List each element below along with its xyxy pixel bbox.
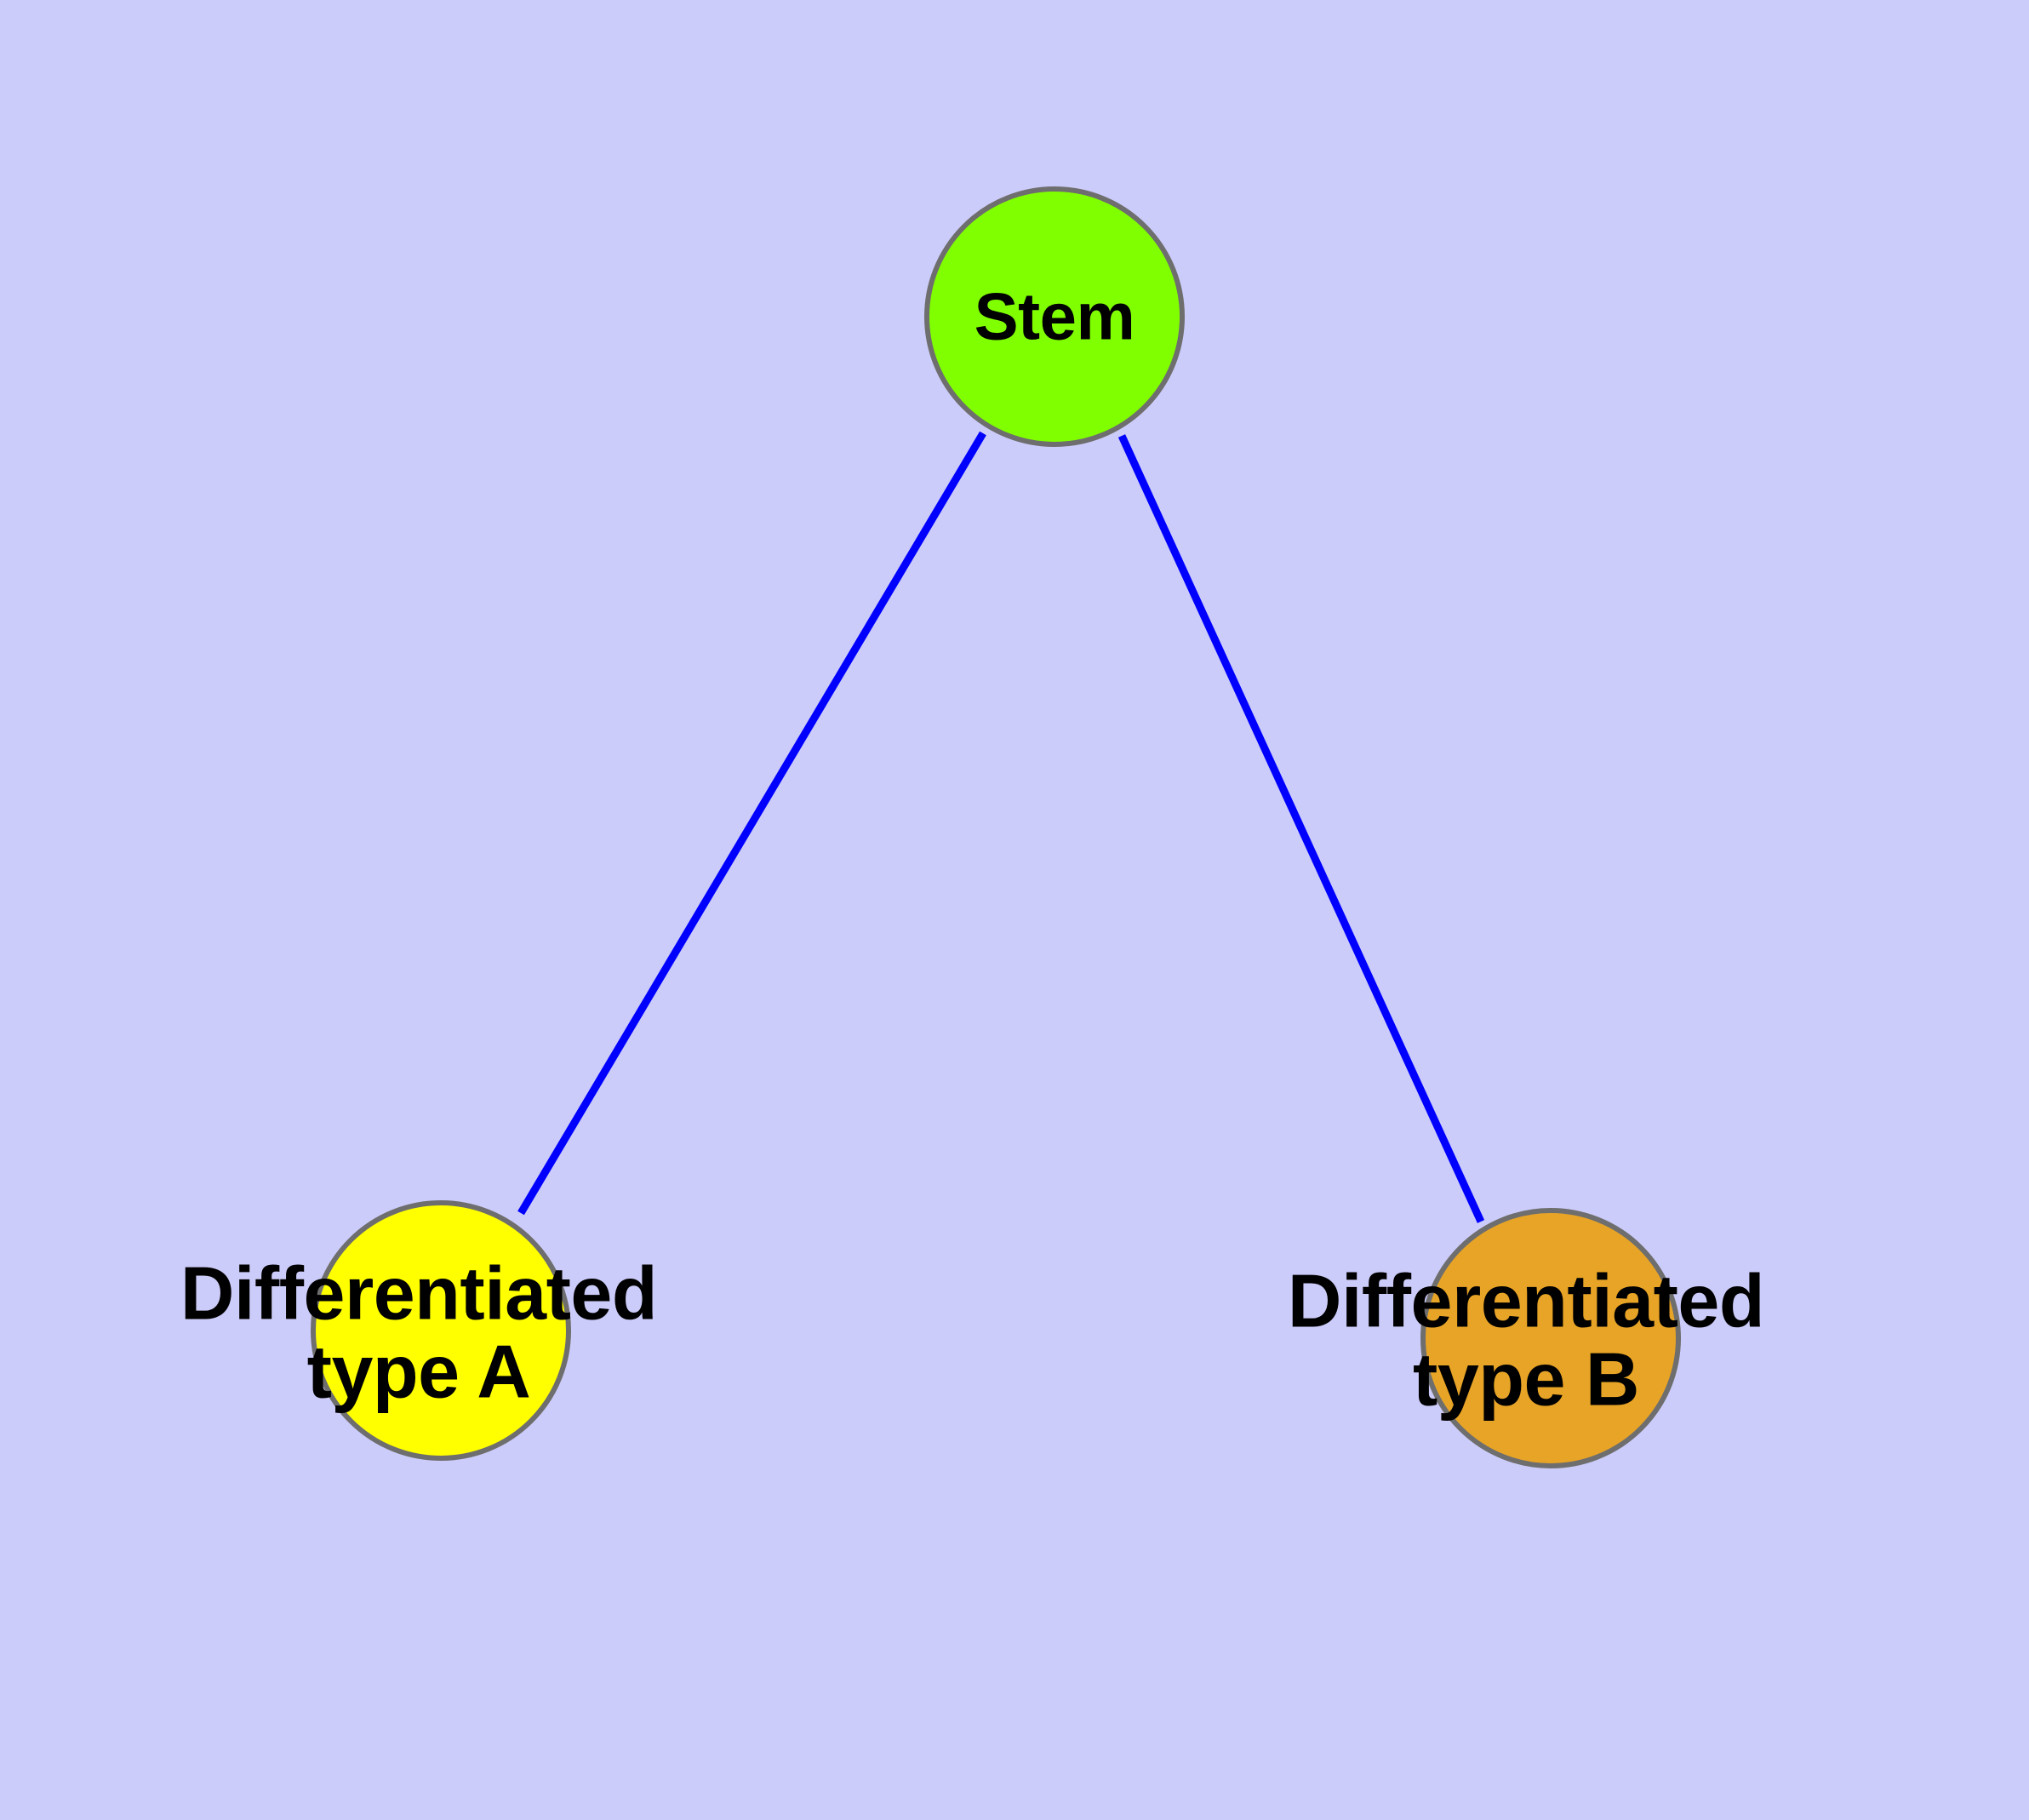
edge-stem-to-differentiated-type-a[interactable] [517, 431, 986, 1216]
node-stem[interactable] [924, 186, 1185, 447]
node-differentiated-type-b[interactable] [1420, 1208, 1681, 1468]
node-group [311, 186, 1681, 1468]
edge-group [517, 431, 1485, 1223]
node-differentiated-type-a[interactable] [311, 1200, 571, 1461]
edge-stem-to-differentiated-type-b[interactable] [1117, 434, 1485, 1223]
